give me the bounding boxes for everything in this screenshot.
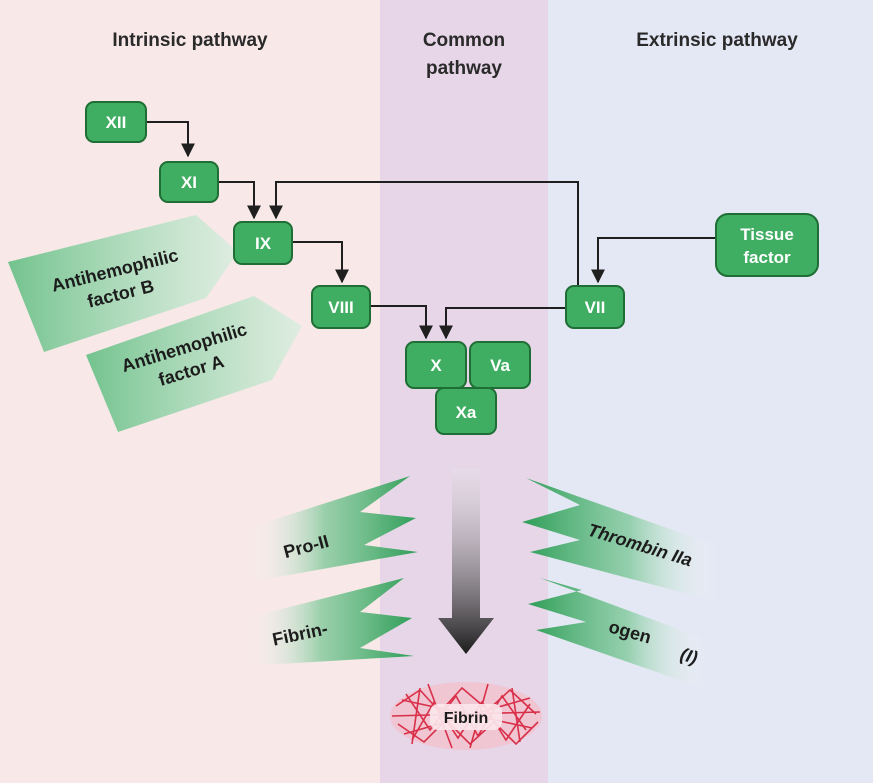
connector-vii-ix bbox=[269, 181, 579, 290]
factor-vii-box: VII bbox=[565, 285, 625, 329]
ogen-i-label: (I) bbox=[678, 644, 700, 668]
factor-va-label: Va bbox=[490, 356, 510, 375]
fibrin-label: Fibrin bbox=[444, 710, 488, 727]
connector-ix-viii bbox=[292, 241, 349, 284]
connector-xi-ix bbox=[218, 181, 261, 220]
factor-xii-box: XII bbox=[85, 101, 147, 143]
factor-xa-box: Xa bbox=[435, 387, 497, 435]
factor-ix-label: IX bbox=[255, 234, 272, 253]
intrinsic-pathway-title: Intrinsic pathway bbox=[112, 30, 268, 51]
antihemophilic-factor-a-arrow: Antihemophilic factor A bbox=[86, 296, 302, 432]
connector-vii-x bbox=[439, 307, 570, 340]
pro-ii-shape: Pro-II bbox=[248, 476, 418, 582]
connector-xii-xi bbox=[146, 121, 195, 158]
factor-ix-box: IX bbox=[233, 221, 293, 265]
factor-va-box: Va bbox=[469, 341, 531, 389]
connector-tissue-vii bbox=[591, 237, 716, 284]
extrinsic-pathway-title: Extrinsic pathway bbox=[636, 30, 798, 51]
factor-xi-label: XI bbox=[181, 173, 197, 192]
common-pathway-title-line1: Common bbox=[423, 30, 505, 51]
factor-x-box: X bbox=[405, 341, 467, 389]
factor-xi-box: XI bbox=[159, 161, 219, 203]
factor-viii-label: VIII bbox=[328, 298, 354, 317]
factor-xii-label: XII bbox=[106, 113, 127, 132]
antihemophilic-factor-b-arrow: Antihemophilic factor B bbox=[8, 215, 238, 352]
cascade-connectors bbox=[146, 121, 716, 340]
fibrin-dash-shape: Fibrin- bbox=[246, 578, 414, 666]
tissue-factor-box: Tissue factor bbox=[715, 213, 819, 277]
tissue-factor-line2: factor bbox=[743, 248, 791, 267]
thrombin-shape: Thrombin IIa bbox=[522, 478, 718, 602]
ogen-shape: ogen (I) bbox=[528, 578, 708, 690]
common-pathway-title-line2: pathway bbox=[426, 58, 502, 79]
common-pathway-arrow bbox=[438, 468, 494, 654]
factor-viii-box: VIII bbox=[311, 285, 371, 329]
tissue-factor-line1: Tissue bbox=[740, 225, 794, 244]
factor-vii-label: VII bbox=[585, 298, 606, 317]
factor-xa-label: Xa bbox=[456, 403, 477, 422]
fibrin-mesh: Fibrin bbox=[390, 682, 542, 750]
extrinsic-band bbox=[548, 0, 873, 783]
connector-viii-x bbox=[370, 305, 433, 340]
factor-x-label: X bbox=[430, 356, 442, 375]
